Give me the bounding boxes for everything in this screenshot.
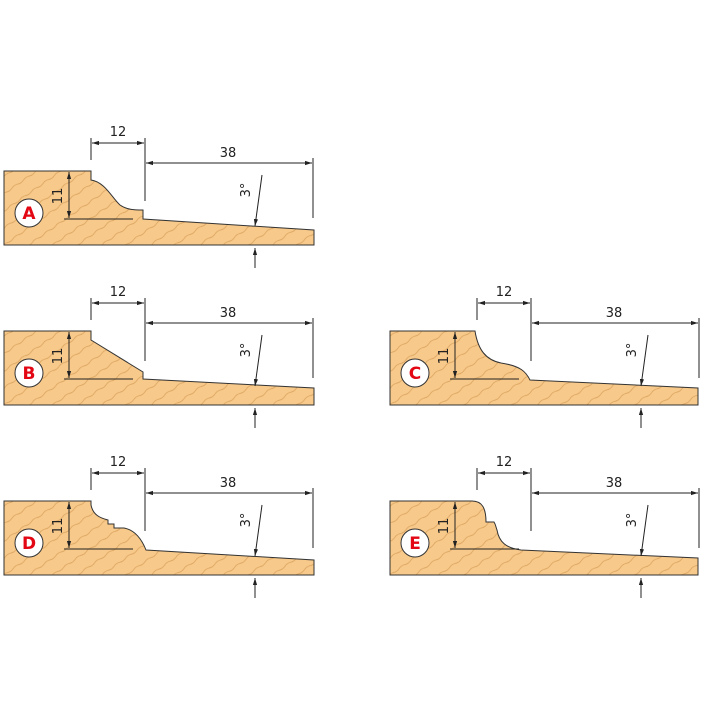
height-label: 11	[51, 518, 66, 535]
angle-label: 3°	[625, 513, 640, 528]
width-label: 12	[110, 125, 127, 140]
angle-label: 3°	[239, 343, 254, 358]
angle-label: 3°	[625, 343, 640, 358]
profile-badge	[14, 198, 44, 228]
width-label: 12	[110, 285, 127, 300]
angle-label: 3°	[239, 513, 254, 528]
profile-letter: E	[409, 534, 421, 554]
angle-arrow-top	[253, 174, 263, 227]
profile-letter: C	[409, 364, 421, 384]
profile-d: 12 38 11 3° D	[3, 455, 315, 598]
profile-letter: B	[23, 364, 36, 384]
profile-e: 12 38 11 3° E	[389, 455, 700, 598]
height-label: 11	[51, 188, 66, 205]
profile-letter: D	[22, 534, 36, 554]
profile-badge	[400, 528, 430, 558]
board-cross-section	[3, 170, 315, 246]
width-label: 12	[496, 285, 513, 300]
profile-badge	[14, 528, 44, 558]
board-cross-section	[3, 330, 315, 406]
board-cross-section	[3, 500, 315, 576]
angle-arrow-top	[639, 504, 649, 557]
height-label: 11	[437, 348, 452, 365]
angle-arrow-top	[253, 504, 263, 557]
width-label: 12	[496, 455, 513, 470]
profile-c: 12 38 11 3° C	[389, 285, 700, 428]
profile-badge	[14, 358, 44, 388]
profile-a: 12 38 11 3° A	[3, 125, 315, 268]
board-cross-section	[389, 330, 699, 406]
angle-label: 3°	[239, 183, 254, 198]
length-label: 38	[220, 476, 237, 491]
height-label: 11	[51, 348, 66, 365]
profile-b: 12 38 11 3° B	[3, 285, 315, 428]
length-label: 38	[606, 476, 623, 491]
profile-badge	[400, 358, 430, 388]
angle-arrow-top	[639, 334, 649, 387]
length-label: 38	[220, 306, 237, 321]
angle-arrow-top	[253, 334, 263, 387]
width-label: 12	[110, 455, 127, 470]
height-label: 11	[437, 518, 452, 535]
board-cross-section	[389, 500, 699, 576]
profile-letter: A	[22, 204, 36, 224]
length-label: 38	[606, 306, 623, 321]
length-label: 38	[220, 146, 237, 161]
